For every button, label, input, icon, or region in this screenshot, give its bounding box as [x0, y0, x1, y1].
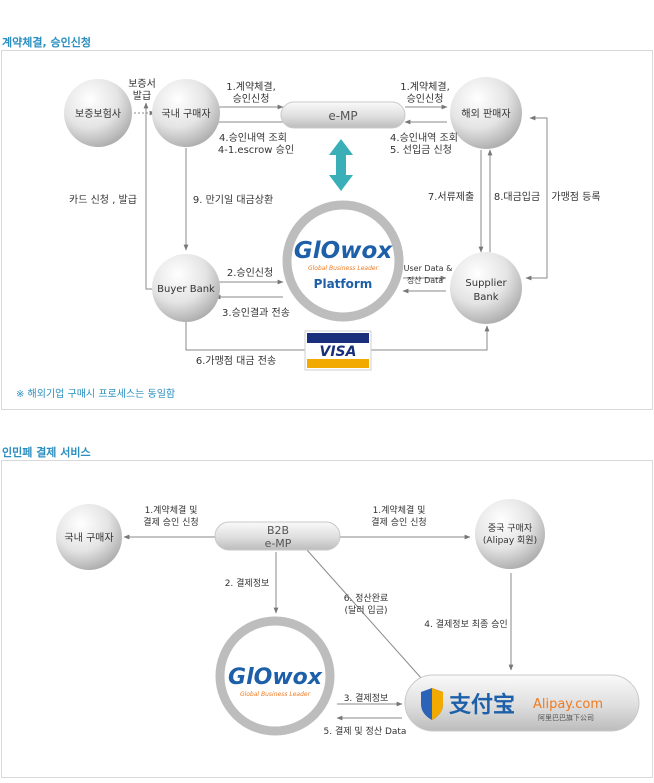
label-approval-req: 2.승인신청 — [227, 267, 273, 279]
visa-logo: VISA — [320, 344, 357, 360]
alipay-shield-icon — [421, 688, 443, 720]
emp-label: e-MP — [328, 109, 357, 123]
supplier-bank-node — [450, 252, 522, 324]
buyer-bank-label: Buyer Bank — [157, 284, 215, 295]
label-guarantee-2: 발급 — [133, 90, 151, 102]
label-maturity: 9. 만기일 대금상환 — [193, 194, 273, 206]
s2-label-final-approval: 4. 결제정보 최종 승인 — [424, 619, 507, 630]
supplier-bank-label-2: Bank — [473, 292, 498, 303]
emp-pill — [280, 101, 406, 129]
label-guarantee-1: 보증서 — [128, 78, 156, 90]
label-merchant-reg: 가맹점 등록 — [551, 191, 600, 203]
platform-ring — [282, 200, 404, 322]
foreign-seller-node — [450, 77, 522, 149]
label-user-data-2: 정산 Data — [407, 275, 443, 285]
s2-label-contract-left-1: 1.계약체결 및 — [145, 504, 198, 516]
s2-china-buyer-label-2: (Alipay 회원) — [483, 535, 537, 546]
s2-label-contract-right-1: 1.계약체결 및 — [373, 504, 426, 516]
label-approval-right-1: 4.승인내역 조회 — [390, 132, 458, 144]
platform-tagline: Global Business Leader — [308, 265, 379, 272]
buyer-bank-node — [152, 254, 220, 322]
label-card: 카드 신청 , 발급 — [69, 194, 137, 206]
s2-label-contract-left-2: 결제 승인 신청 — [143, 517, 198, 528]
platform-label: Platform — [314, 277, 373, 291]
label-approval-left-1: 4.승인내역 조회 — [219, 132, 287, 144]
label-contract-right-1: 1.계약체결, — [400, 81, 450, 93]
s2-label-payment-info-3: 3. 결제정보 — [344, 693, 389, 704]
s2-label-contract-right-2: 결제 승인 신청 — [371, 517, 426, 528]
domestic-buyer-node — [152, 79, 220, 147]
label-approval-left-2: 4-1.escrow 승인 — [218, 144, 294, 156]
alipay-sub-label: 阿里巴巴旗下公司 — [538, 713, 594, 722]
s2-china-buyer-label-1: 중국 구매자 — [488, 523, 533, 534]
s2-domestic-buyer-label: 국내 구매자 — [64, 532, 113, 544]
s2-emp-label: e-MP — [265, 537, 292, 550]
supplier-bank-label-1: Supplier — [465, 278, 507, 289]
label-merchant-transfer: 6.가맹점 대금 전송 — [196, 355, 276, 367]
teal-double-arrow — [329, 139, 353, 191]
s2-label-settle-data: 5. 결제 및 정산 Data — [324, 725, 407, 737]
s2-b2b-label: B2B — [267, 524, 289, 537]
s2-b2b-pill — [214, 521, 341, 551]
s2-label-settle-1: 6. 정산완료 — [344, 593, 389, 604]
section1-note: ※ 해외기업 구매시 프로세스는 동일함 — [16, 387, 175, 400]
label-contract-left-1: 1.계약체결, — [226, 81, 276, 93]
label-approval-right-2: 5. 선입금 신청 — [390, 143, 452, 156]
label-docs: 7.서류제출 — [428, 191, 474, 203]
s2-label-payment-info: 2. 결제정보 — [225, 578, 270, 589]
alipay-pill — [404, 674, 640, 732]
label-approval-result: 3.승인결과 전송 — [222, 307, 290, 319]
insurer-label: 보증보험사 — [75, 108, 121, 120]
s2-china-buyer-node — [475, 499, 545, 569]
insurer-node — [64, 79, 132, 147]
label-contract-left-2: 승인신청 — [233, 93, 270, 105]
alipay-chinese-logo: 支付宝 — [449, 692, 515, 718]
section1-title: 계약체결, 승인신청 — [2, 36, 91, 49]
s2-domestic-buyer-node — [56, 504, 122, 570]
s2-platform-tagline: Global Business Leader — [240, 691, 311, 698]
s2-platform-logo: GlOwox — [228, 665, 323, 690]
visa-card — [304, 330, 372, 371]
label-payment: 8.대금입금 — [494, 190, 540, 203]
platform-logo: GlOwox — [294, 238, 393, 264]
label-contract-right-2: 승인신청 — [407, 93, 444, 105]
foreign-seller-label: 해외 판매자 — [461, 107, 510, 120]
alipay-com-logo: Alipay.com — [533, 697, 603, 712]
s2-label-settle-2: (달러 입금) — [344, 604, 387, 616]
domestic-buyer-label: 국내 구매자 — [161, 108, 210, 120]
section2-title: 인민페 결제 서비스 — [2, 446, 91, 459]
label-user-data-1: User Data & — [404, 264, 453, 273]
s2-platform-ring — [215, 616, 335, 736]
